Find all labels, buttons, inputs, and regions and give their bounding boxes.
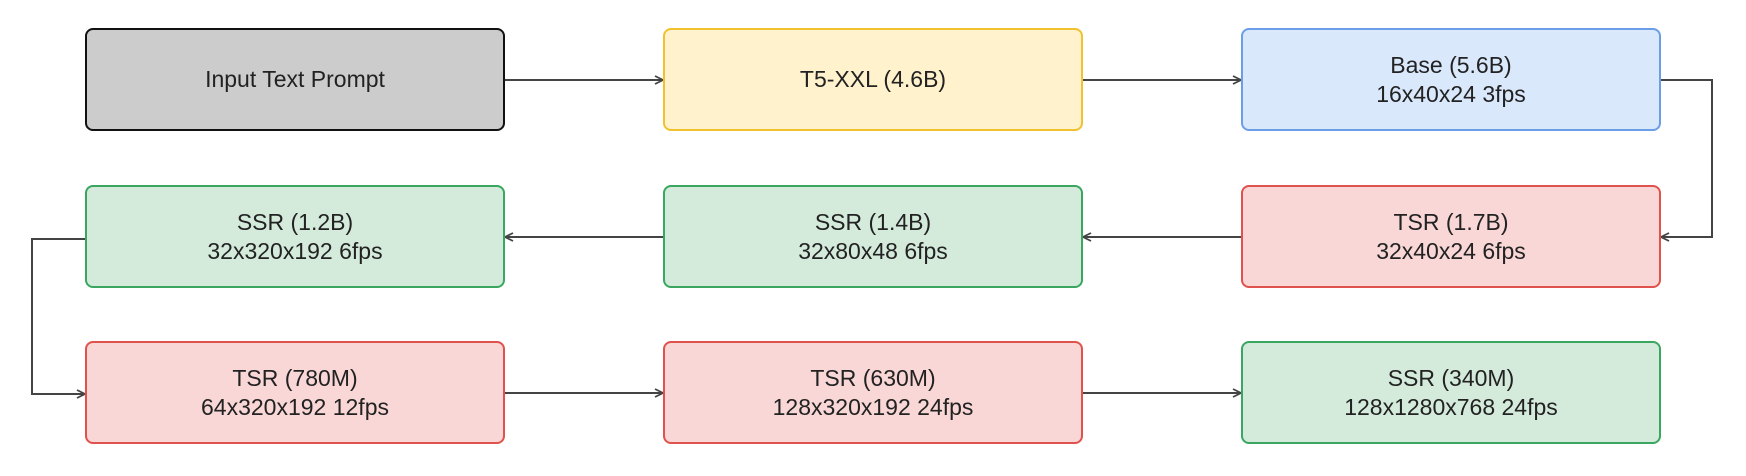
tsr-780m-node: TSR (780M) 64x320x192 12fps	[85, 341, 505, 444]
node-label: Base (5.6B)	[1390, 51, 1512, 78]
arrow-base-to-tsr-1-7b	[1661, 79, 1713, 237]
node-spec: 32x80x48 6fps	[798, 237, 948, 264]
arrow-ssr-1-2b-to-tsr-780m	[31, 238, 85, 394]
node-spec: 128x1280x768 24fps	[1344, 393, 1558, 420]
tsr-1-7b-node: TSR (1.7B) 32x40x24 6fps	[1241, 185, 1661, 288]
node-label: TSR (630M)	[810, 364, 936, 391]
node-label: Input Text Prompt	[205, 66, 385, 92]
node-label: SSR (1.4B)	[814, 208, 932, 235]
node-spec: 16x40x24 3fps	[1376, 80, 1526, 107]
ssr-1-2b-node: SSR (1.2B) 32x320x192 6fps	[85, 185, 505, 288]
node-label: SSR (1.2B)	[236, 208, 354, 235]
node-label: TSR (780M)	[232, 364, 358, 391]
ssr-1-4b-node: SSR (1.4B) 32x80x48 6fps	[663, 185, 1083, 288]
node-spec: 32x320x192 6fps	[207, 237, 383, 264]
base-model-node: Base (5.6B) 16x40x24 3fps	[1241, 28, 1661, 131]
node-label: T5-XXL (4.6B)	[799, 66, 947, 92]
node-spec: 32x40x24 6fps	[1376, 237, 1526, 264]
node-spec: 64x320x192 12fps	[201, 393, 389, 420]
node-label: SSR (340M)	[1387, 364, 1515, 391]
tsr-630m-node: TSR (630M) 128x320x192 24fps	[663, 341, 1083, 444]
t5-xxl-encoder-node: T5-XXL (4.6B)	[663, 28, 1083, 131]
input-text-prompt-node: Input Text Prompt	[85, 28, 505, 131]
ssr-340m-node: SSR (340M) 128x1280x768 24fps	[1241, 341, 1661, 444]
node-spec: 128x320x192 24fps	[772, 393, 974, 420]
node-label: TSR (1.7B)	[1393, 208, 1509, 235]
